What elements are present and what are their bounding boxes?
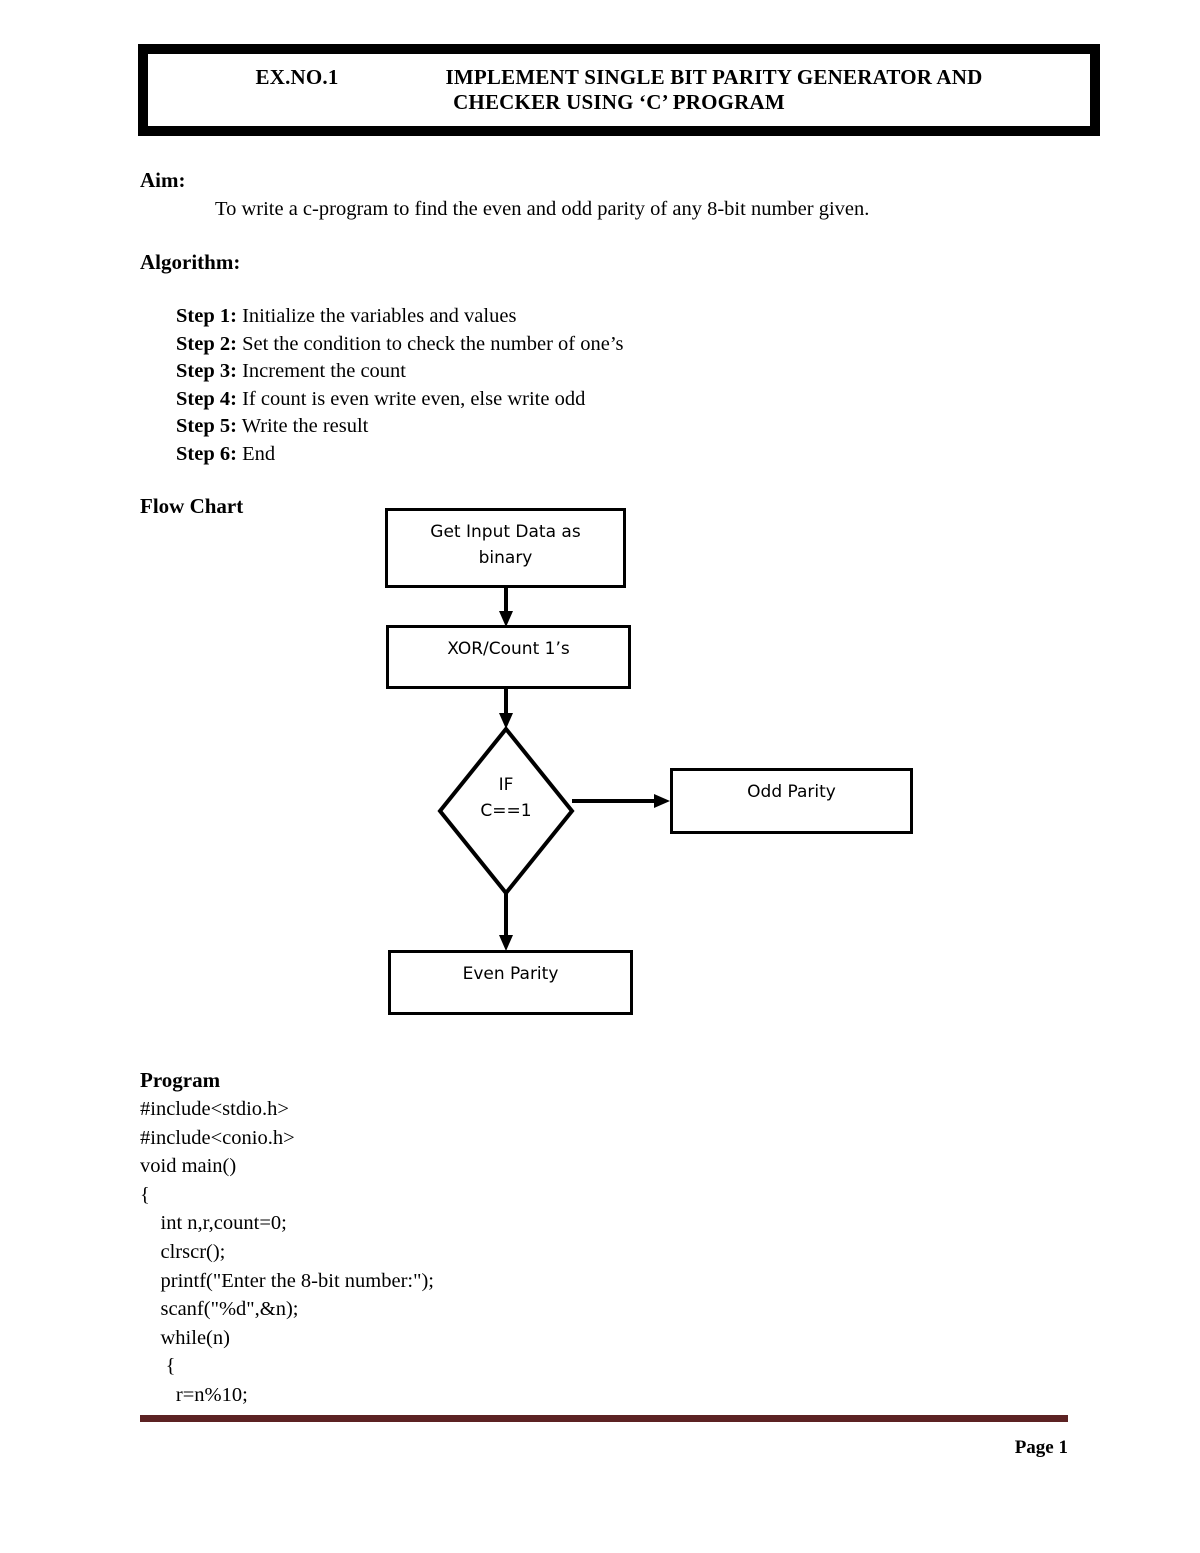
flowchart-node-get-input-line1: Get Input Data as — [430, 522, 581, 542]
step-label: Step 3: — [176, 360, 237, 382]
step-label: Step 1: — [176, 305, 237, 327]
flowchart-decision-line2: C==1 — [480, 801, 532, 821]
title-text-line2: CHECKER USING ‘C’ PROGRAM — [453, 90, 785, 114]
flowchart-node-even-parity-label: Even Parity — [462, 964, 559, 984]
code-line: #include<stdio.h> — [140, 1098, 289, 1120]
algorithm-step: Step 6: End — [176, 441, 624, 469]
title-box: EX.NO.1 IMPLEMENT SINGLE BIT PARITY GENER… — [138, 44, 1100, 136]
code-line: clrscr(); — [140, 1240, 226, 1263]
flowchart-node-xor-count: XOR/Count 1’s — [386, 625, 631, 689]
aim-heading: Aim: — [140, 168, 186, 192]
exercise-number: EX.NO.1 — [255, 65, 339, 90]
step-label: Step 6: — [176, 442, 237, 465]
code-line: { — [140, 1183, 150, 1206]
title-text-line1: IMPLEMENT SINGLE BIT PARITY GENERATOR AN… — [445, 65, 983, 90]
code-line: while(n) — [140, 1326, 230, 1349]
flowchart-node-odd-parity-label: Odd Parity — [747, 782, 836, 802]
flowchart-heading: Flow Chart — [140, 494, 244, 518]
step-text: Initialize the variables and values — [236, 305, 517, 327]
step-label: Step 2: — [176, 332, 237, 355]
step-text: Write the result — [236, 415, 369, 437]
code-line: r=n%10; — [140, 1383, 248, 1406]
code-line: { — [140, 1355, 176, 1378]
step-text: If count is even write even, else write … — [236, 387, 586, 410]
algorithm-step-list: Step 1: Initialize the variables and val… — [176, 303, 624, 468]
program-code-block: #include<stdio.h> #include<conio.h> void… — [140, 1095, 434, 1410]
algorithm-step: Step 2: Set the condition to check the n… — [176, 331, 624, 359]
code-line: printf("Enter the 8-bit number:"); — [140, 1269, 434, 1292]
algorithm-step: Step 5: Write the result — [176, 413, 624, 441]
step-text: Increment the count — [236, 360, 406, 382]
algorithm-heading: Algorithm: — [140, 250, 241, 274]
code-line: #include<conio.h> — [140, 1126, 295, 1149]
step-text: Set the condition to check the number of… — [236, 332, 624, 355]
algorithm-step: Step 3: Increment the count — [176, 358, 624, 386]
step-label: Step 5: — [176, 415, 237, 437]
step-label: Step 4: — [176, 387, 237, 410]
code-line: int n,r,count=0; — [140, 1212, 287, 1235]
flowchart-node-get-input-line2: binary — [478, 547, 533, 568]
algorithm-step: Step 4: If count is even write even, els… — [176, 386, 624, 414]
aim-text: To write a c-program to find the even an… — [215, 198, 870, 220]
flowchart-node-xor-count-label: XOR/Count 1’s — [447, 639, 570, 659]
flowchart-node-even-parity: Even Parity — [388, 950, 633, 1015]
algorithm-step: Step 1: Initialize the variables and val… — [176, 303, 624, 331]
step-text: End — [236, 442, 276, 465]
flowchart-decision-line1: IF — [498, 775, 514, 795]
flowchart-node-odd-parity: Odd Parity — [670, 768, 913, 834]
footer-divider — [140, 1415, 1068, 1422]
code-line: void main() — [140, 1155, 237, 1178]
flowchart-node-get-input: Get Input Data as binary — [385, 508, 626, 588]
title-first-line: EX.NO.1 IMPLEMENT SINGLE BIT PARITY GENER… — [256, 65, 983, 90]
code-line: scanf("%d",&n); — [140, 1298, 299, 1321]
flowchart-node-get-input-label: Get Input Data as binary — [388, 511, 623, 571]
flowchart-node-decision-label: IF C==1 — [440, 772, 572, 824]
title-box-inner: EX.NO.1 IMPLEMENT SINGLE BIT PARITY GENER… — [147, 53, 1091, 127]
page-number: Page 1 — [1014, 1437, 1068, 1458]
program-heading: Program — [140, 1068, 221, 1092]
